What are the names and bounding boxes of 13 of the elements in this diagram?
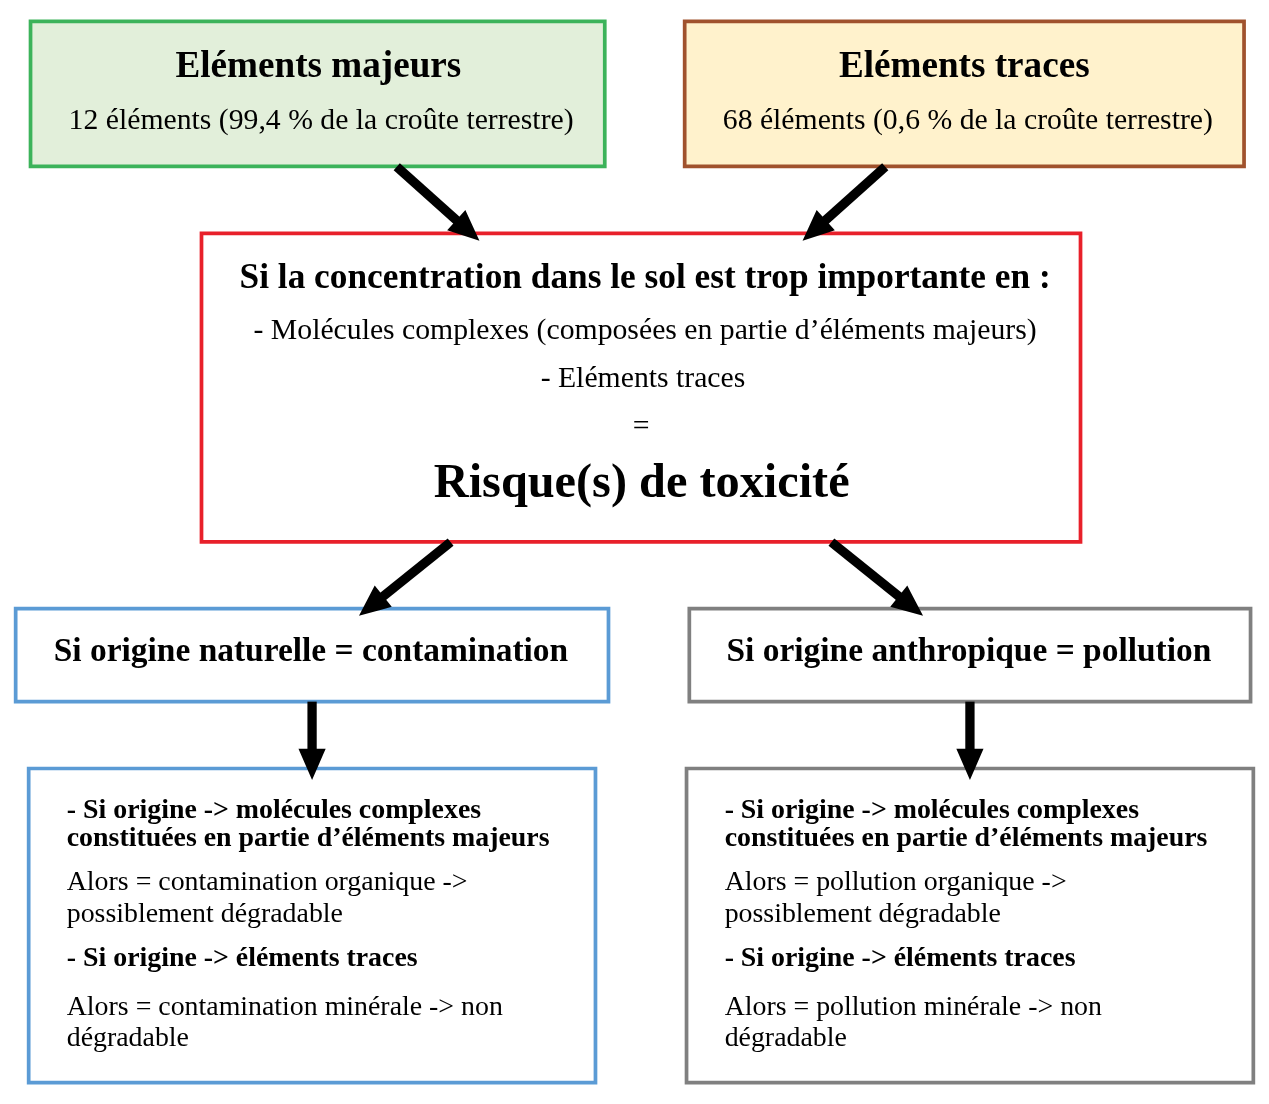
node-box: - Si origine -> molécules complexes constituées en partie d’éléments majeurs Alors = contamination organique -> possiblement dégradable - Si origine -> éléments traces Alors = contamination minérale -> non dégradable (26, 766, 598, 1085)
arrow (393, 163, 480, 241)
node-box: Eléments majeurs 12 éléments (99,4 % de la croûte terrestre) (28, 19, 607, 169)
arrow (802, 163, 889, 241)
node-box: Eléments traces 68 éléments (0,6 % de la croûte terrestre) (682, 19, 1246, 169)
node-box: Si origine naturelle = contamination (13, 606, 611, 704)
node-box: Si la concentration dans le sol est trop importante en : - Molécules complexes (composées en partie d’éléments majeurs) - Eléments traces = Risque(s) de toxicité (199, 231, 1083, 544)
arrow (956, 701, 984, 780)
node-box: - Si origine -> molécules complexes constituées en partie d’éléments majeurs Alors = pollution organique -> possiblement dégradable - Si origine -> éléments traces Alors = pollution minérale -> non dégradable (684, 766, 1256, 1085)
node-box: Si origine anthropique = pollution (687, 606, 1253, 704)
arrow (358, 538, 454, 616)
arrow (298, 701, 326, 780)
arrow (828, 538, 924, 616)
